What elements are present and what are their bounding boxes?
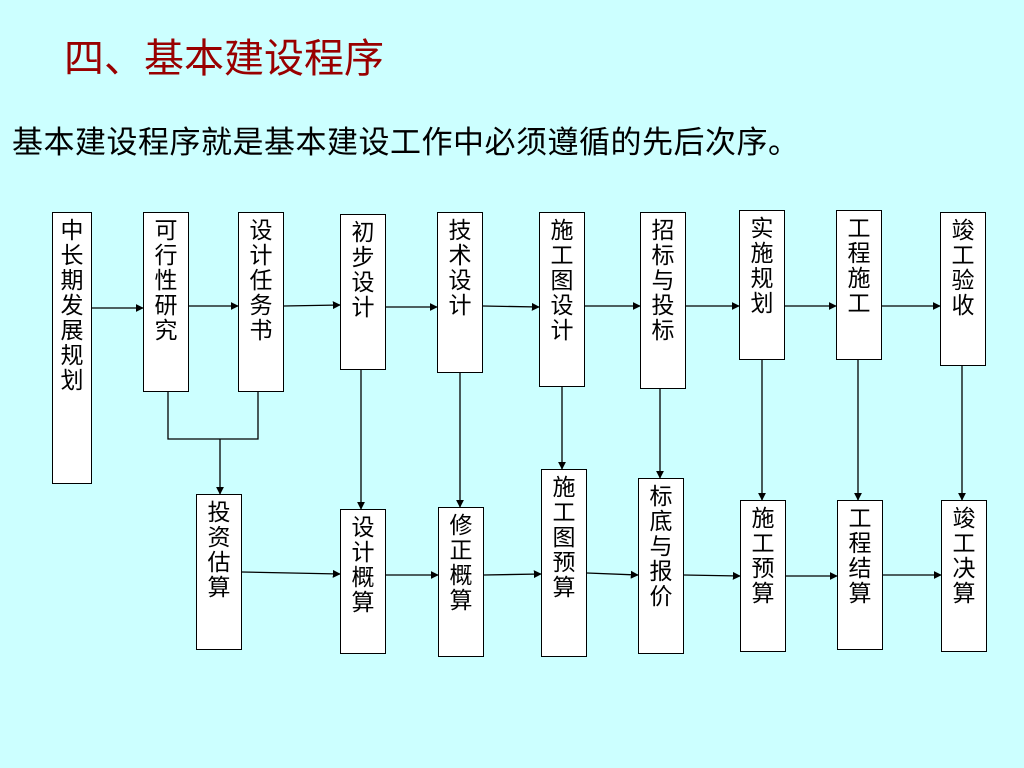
node-label: 招标与投标 (651, 218, 675, 344)
node-design-estimate: 设计概算 (340, 509, 386, 654)
node-label: 竣工决算 (952, 506, 976, 607)
node-label: 设计任务书 (249, 218, 273, 344)
node-drawing-budget: 施工图预算 (541, 469, 587, 657)
node-label: 施工图设计 (550, 218, 574, 344)
edge-revised-to-drawing-budget (483, 570, 542, 579)
node-completion-acceptance: 竣工验收 (940, 212, 986, 366)
edge-tender-to-construction-budget (683, 571, 741, 580)
node-implementation-plan: 实施规划 (739, 210, 785, 360)
slide-heading: 四、基本建设程序 (64, 36, 384, 82)
edge-investment-to-design-estimate (241, 569, 341, 578)
node-revised-estimate: 修正概算 (438, 507, 484, 657)
node-construction-budget: 施工预算 (740, 500, 786, 652)
node-label: 工程施工 (847, 216, 871, 317)
node-completion-final-account: 竣工决算 (941, 500, 987, 652)
edge-brief-to-preliminary (283, 301, 341, 310)
node-feasibility-study: 可行性研究 (143, 212, 189, 392)
slide-subtitle: 基本建设程序就是基本建设工作中必须遵循的先后次序。 (12, 125, 800, 161)
node-label: 中长期发展规划 (60, 218, 84, 394)
node-tender-price: 标底与报价 (638, 478, 684, 654)
edge-drawing-budget-to-tender (586, 570, 639, 579)
node-label: 技术设计 (448, 218, 472, 319)
node-label: 标底与报价 (649, 484, 673, 610)
node-label: 可行性研究 (154, 218, 178, 344)
node-label: 竣工验收 (951, 218, 975, 319)
node-preliminary-design: 初步设计 (340, 214, 386, 370)
node-label: 实施规划 (750, 216, 774, 317)
node-construction-drawing-design: 施工图设计 (539, 212, 585, 387)
edge-bracket-to-investment (167, 392, 259, 440)
node-construction: 工程施工 (836, 210, 882, 360)
node-label: 初步设计 (351, 220, 375, 321)
node-label: 修正概算 (449, 513, 473, 614)
node-design-brief: 设计任务书 (238, 212, 284, 392)
node-label: 投资估算 (207, 500, 231, 601)
node-label: 施工预算 (751, 506, 775, 607)
node-bidding: 招标与投标 (640, 212, 686, 389)
node-investment-estimate: 投资估算 (196, 494, 242, 650)
node-final-settlement: 工程结算 (837, 500, 883, 650)
node-long-term-plan: 中长期发展规划 (52, 212, 92, 484)
edge-technical-to-drawing (482, 302, 540, 311)
node-technical-design: 技术设计 (437, 212, 483, 373)
node-label: 设计概算 (351, 515, 375, 616)
node-label: 施工图预算 (552, 475, 576, 601)
node-label: 工程结算 (848, 506, 872, 607)
